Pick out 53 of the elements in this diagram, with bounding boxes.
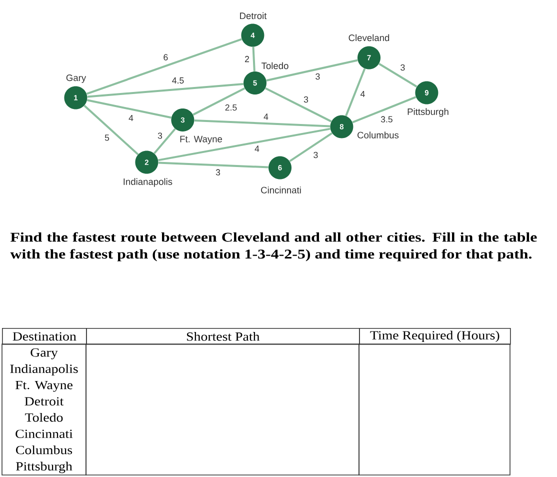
city-label: Toledo xyxy=(262,62,288,70)
edge-label: 3 xyxy=(400,64,406,72)
city-label: Cleveland xyxy=(348,34,390,42)
city-label: Cincinnati xyxy=(261,186,301,194)
road-line xyxy=(86,99,172,119)
edge-label: 3 xyxy=(312,151,319,159)
city-label: Indianapolis xyxy=(124,178,172,187)
road-line xyxy=(194,120,330,128)
edge-label: 3 xyxy=(303,96,309,104)
destination-name: Indianapolis xyxy=(10,364,78,376)
city-label: Gary xyxy=(66,74,86,83)
destination-name: Gary xyxy=(30,348,58,360)
destination-name: Ft. Wayne xyxy=(15,380,72,392)
edge-label: 4 xyxy=(360,90,366,98)
edge-label: 4 xyxy=(128,114,134,122)
column-header: Time Required (Hours) xyxy=(359,328,511,345)
edge-label: 3 xyxy=(314,72,321,80)
road-line xyxy=(289,132,333,162)
edge-label: 2 xyxy=(244,55,250,63)
city-label: Pittsburgh xyxy=(408,108,448,117)
column-header: Destination xyxy=(2,328,87,345)
road-line xyxy=(352,96,416,124)
edge-label: 6 xyxy=(162,54,169,61)
city-label: Columbus xyxy=(358,132,399,138)
destination-name: Columbus xyxy=(16,446,72,454)
road-line xyxy=(158,128,330,162)
city-label: Ft. Wayne xyxy=(180,136,222,144)
road-line xyxy=(158,162,268,168)
destination-name: Toledo xyxy=(25,413,63,422)
edge-label: 3 xyxy=(215,168,221,176)
edge-label: 4.5 xyxy=(171,76,185,84)
destination-name: Pittsburgh xyxy=(16,462,72,474)
edge-label: 4 xyxy=(254,145,260,152)
destination-name: Cincinnati xyxy=(16,430,73,438)
destination-name: Detroit xyxy=(24,397,64,406)
city-label: Detroit xyxy=(240,12,267,20)
road-line xyxy=(192,87,246,116)
column-header: Shortest Path xyxy=(86,328,360,345)
road-line xyxy=(252,46,256,72)
edge-label: 5 xyxy=(104,134,110,142)
road-line xyxy=(378,62,418,88)
instruction-text: Find the fastest route between Cleveland and all other cities. Fill in the table with the fastest path (use notation 1-3-4-2-5) and time required for that path. xyxy=(10,232,537,262)
road-line xyxy=(87,82,244,98)
road-line xyxy=(265,87,332,122)
edge-label: 2.5 xyxy=(224,104,238,112)
edge-label: 3 xyxy=(157,132,163,140)
road-line xyxy=(86,38,242,95)
road-line xyxy=(345,68,366,116)
road-line xyxy=(266,59,358,82)
road-line xyxy=(154,128,176,154)
road-line xyxy=(84,104,139,156)
edge-label: 4 xyxy=(263,113,269,120)
edge-label: 3.5 xyxy=(380,116,394,123)
